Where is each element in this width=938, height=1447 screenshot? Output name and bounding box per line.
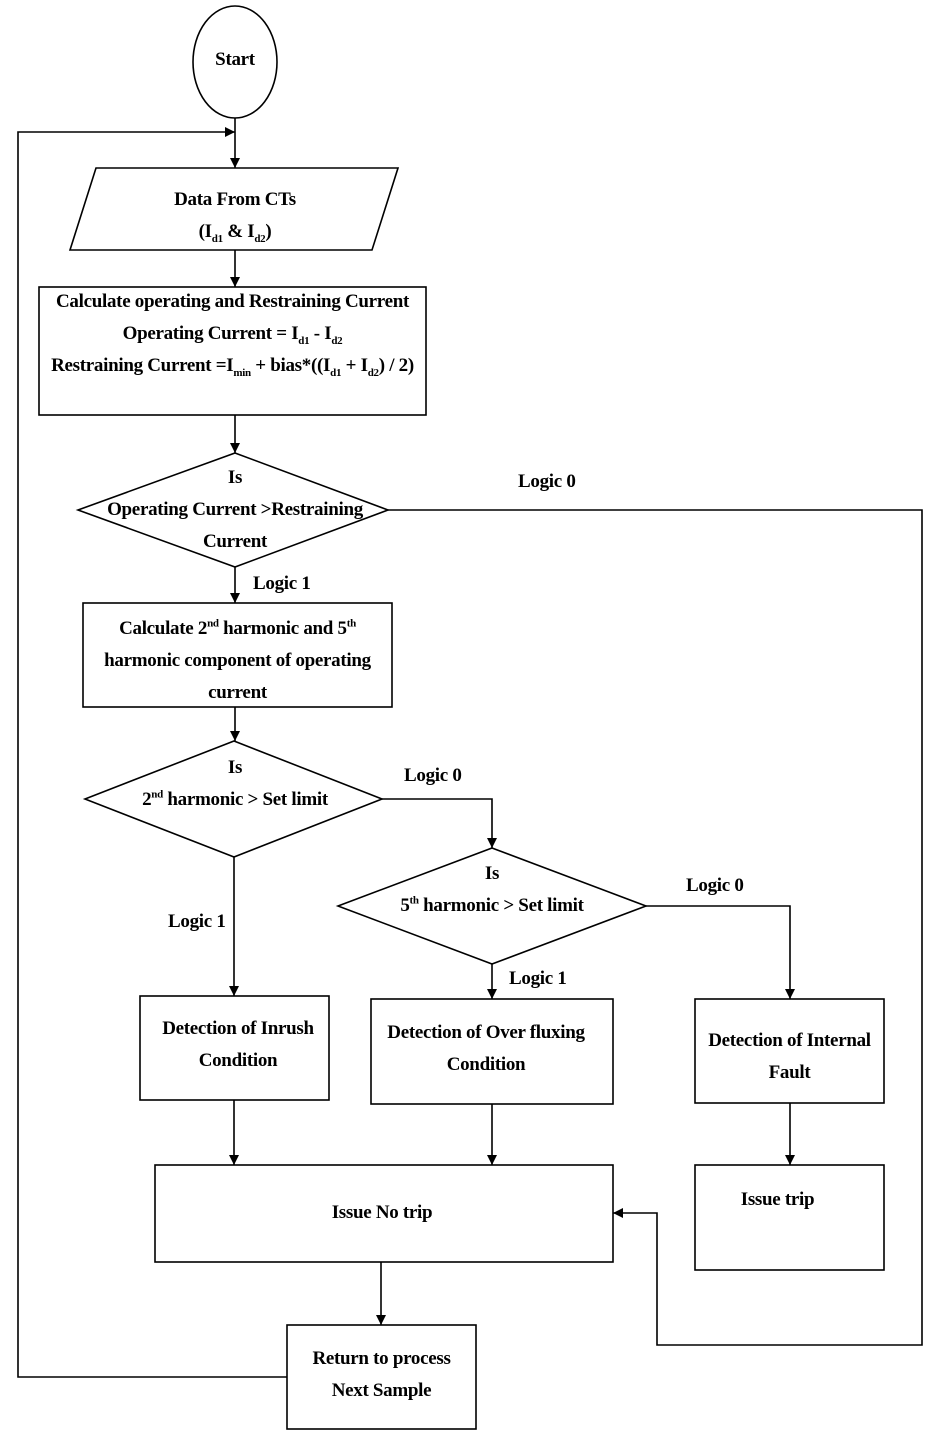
decision-5th-harmonic-label: Is 5th harmonic > Set limit	[400, 863, 584, 916]
edge-label-5th-logic0: Logic 0	[686, 875, 744, 896]
calc-currents-label: Calculate operating and Restraining Curr…	[51, 291, 414, 379]
arrow-return-loop	[17, 127, 287, 1378]
arrow-op-logic0-to-notrip	[388, 509, 923, 1346]
start-label: Start	[215, 49, 255, 70]
overfluxing-label: Detection of Over fluxing Condition	[387, 1022, 585, 1075]
internal-fault-label: Detection of Internal Fault	[708, 1030, 871, 1083]
decision-op-vs-rs-label: Is Operating Current >Restraining Curren…	[107, 467, 363, 552]
calc-harmonics-label: Calculate 2nd harmonic and 5th harmonic …	[104, 617, 371, 703]
edge-label-2nd-logic0: Logic 0	[404, 765, 462, 786]
edge-label-5th-logic1: Logic 1	[509, 968, 567, 989]
issue-trip-box	[694, 1164, 885, 1271]
issue-trip-label: Issue trip	[740, 1189, 815, 1210]
issue-no-trip-label: Issue No trip	[331, 1202, 433, 1223]
inrush-label: Detection of Inrush Condition	[162, 1018, 314, 1071]
calc-currents-box	[38, 286, 427, 416]
data-input-label: Data From CTs (Id1 & Id2)	[174, 189, 296, 245]
edge-label-2nd-logic1: Logic 1	[168, 911, 226, 932]
return-label: Return to process Next Sample	[312, 1348, 451, 1401]
arrow-2nd-logic0-to-5th	[382, 798, 497, 848]
data-input-parallelogram	[68, 167, 400, 251]
arrow-5th-logic0-to-internal	[646, 905, 795, 999]
calc-harmonics-box	[82, 602, 393, 708]
decision-2nd-harmonic-label: Is 2nd harmonic > Set limit	[142, 757, 328, 810]
edge-label-op-logic0: Logic 0	[518, 471, 576, 492]
edge-label-op-logic1: Logic 1	[253, 573, 311, 594]
